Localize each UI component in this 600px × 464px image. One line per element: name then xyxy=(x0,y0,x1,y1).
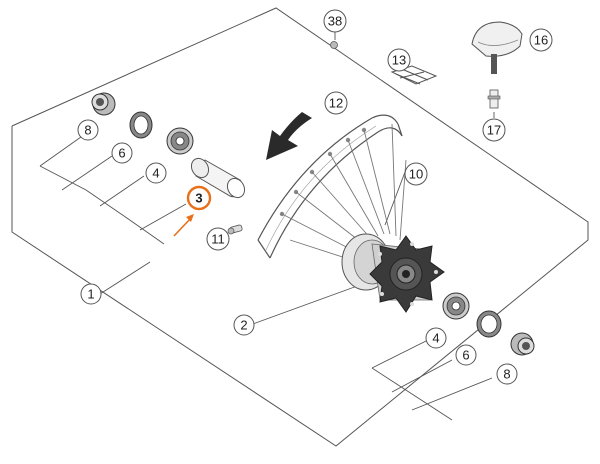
callout-3-label: 3 xyxy=(195,191,202,206)
callout-8-right: 8 xyxy=(496,363,518,385)
callout-4-right-label: 4 xyxy=(432,331,439,346)
callout-8-left-label: 8 xyxy=(84,123,91,138)
callout-17: 17 xyxy=(482,118,506,142)
callout-17-label: 17 xyxy=(487,123,501,138)
callout-2: 2 xyxy=(233,314,255,336)
part-38-nipple xyxy=(330,41,338,49)
callout-12-label: 12 xyxy=(329,96,343,111)
callout-38: 38 xyxy=(323,9,347,33)
callout-13: 13 xyxy=(387,48,411,72)
callout-11-label: 11 xyxy=(211,232,225,247)
part-4-bearing-left xyxy=(166,127,194,155)
part-8-bush-right xyxy=(510,332,535,356)
callout-38-label: 38 xyxy=(328,14,342,29)
part-3-spacer-tube xyxy=(190,157,246,199)
callout-16-label: 16 xyxy=(534,33,548,48)
pointer-arrow-icon xyxy=(173,214,194,237)
part-11-screw xyxy=(227,224,243,235)
callout-16: 16 xyxy=(529,28,553,52)
callout-6-left-label: 6 xyxy=(118,146,125,161)
part-8-bush-left xyxy=(91,92,116,116)
callout-6-left: 6 xyxy=(111,142,133,164)
callout-8-right-label: 8 xyxy=(503,367,510,382)
part-6-seal-left xyxy=(129,111,153,139)
part-6-seal-right xyxy=(476,310,502,338)
rotation-arrow-icon xyxy=(266,112,312,160)
callout-3-highlighted: 3 xyxy=(186,185,212,211)
leader-lines xyxy=(39,32,495,421)
part-2-hub xyxy=(341,233,445,313)
callout-2-label: 2 xyxy=(240,318,247,333)
part-16-stand xyxy=(471,21,523,74)
callout-6-right: 6 xyxy=(455,344,477,366)
part-17-valve xyxy=(487,89,501,109)
part-4-bearing-right xyxy=(442,292,470,320)
callout-4-left-label: 4 xyxy=(152,166,159,181)
callout-8-left: 8 xyxy=(77,119,99,141)
callout-4-right: 4 xyxy=(425,327,447,349)
callout-4-left: 4 xyxy=(145,162,167,184)
callout-10: 10 xyxy=(404,162,428,186)
callout-6-right-label: 6 xyxy=(462,348,469,363)
callout-11: 11 xyxy=(206,227,230,251)
part-10-spokes xyxy=(281,123,407,263)
callout-13-label: 13 xyxy=(392,53,406,68)
callout-1: 1 xyxy=(80,283,102,305)
callout-1-label: 1 xyxy=(87,287,94,302)
callout-12: 12 xyxy=(324,91,348,115)
assembly-frame xyxy=(11,7,589,447)
callout-10-label: 10 xyxy=(409,167,423,182)
